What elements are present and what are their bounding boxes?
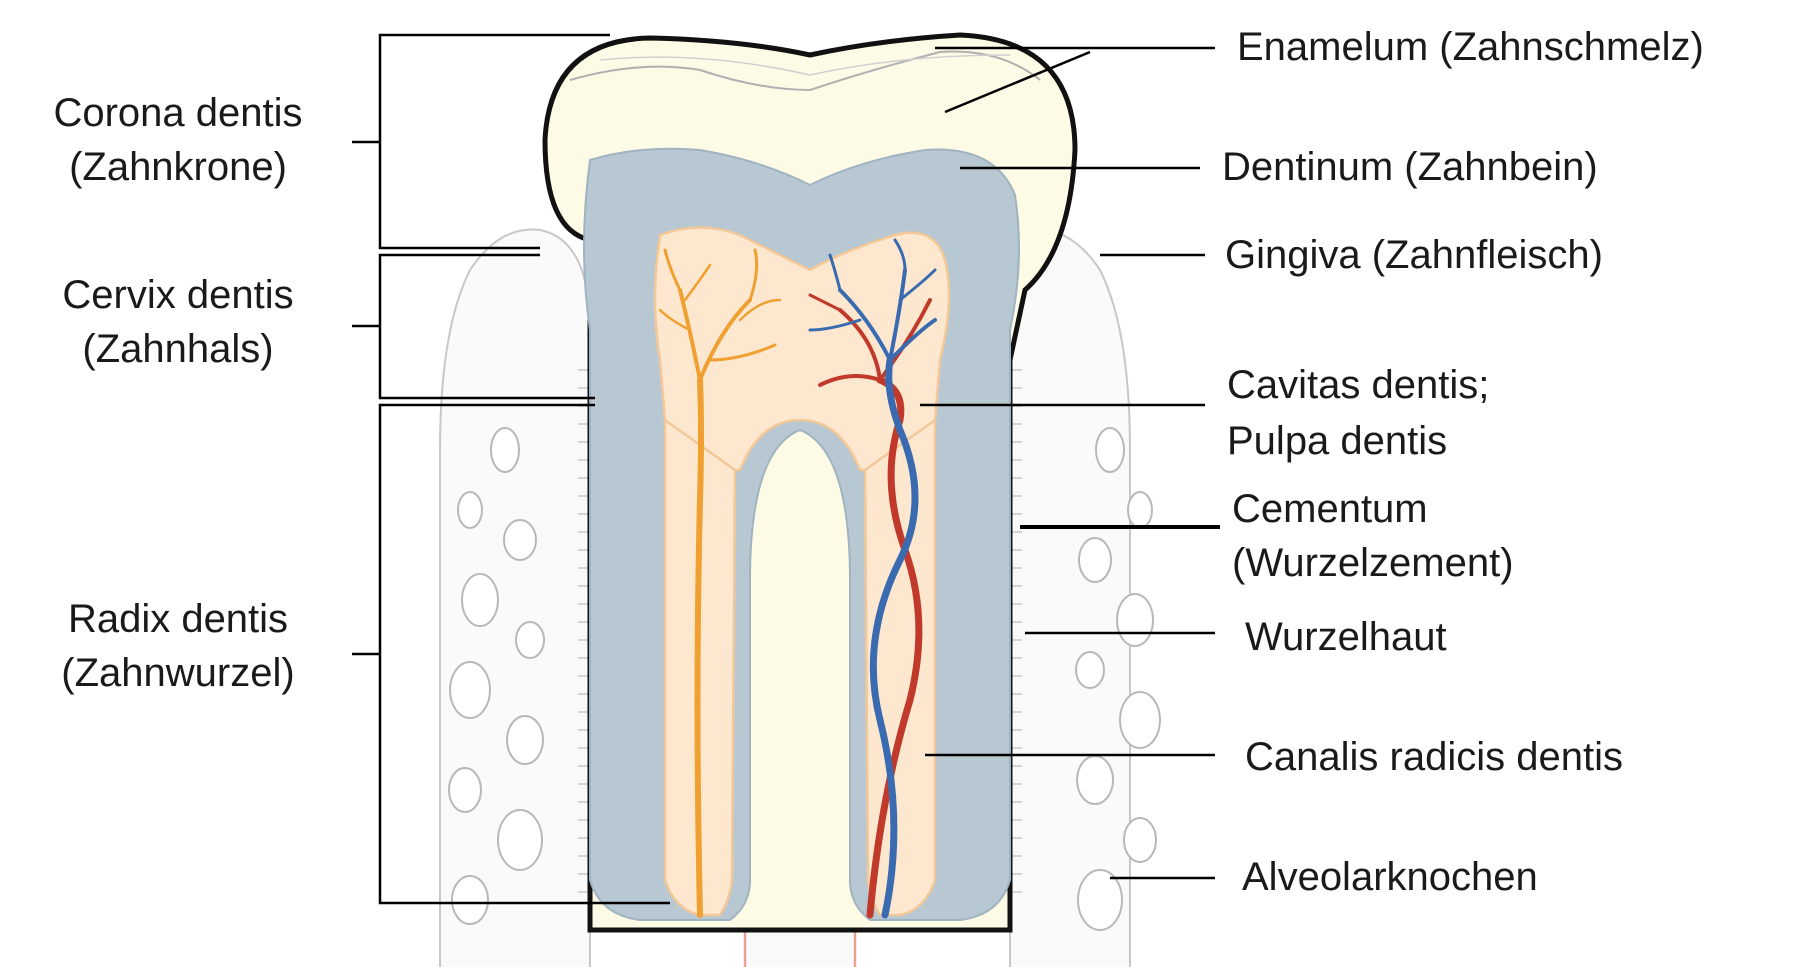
label-canalis: Canalis radicis dentis (1245, 735, 1623, 779)
label-enamelum: Enamelum (Zahnschmelz) (1237, 25, 1704, 69)
alveolar-bone-left (439, 228, 591, 967)
root-canal-right (863, 417, 937, 917)
label-wurzelhaut: Wurzelhaut (1245, 615, 1447, 659)
label-corona-line1: Corona dentis (53, 91, 302, 135)
label-cervix-line2: (Zahnhals) (82, 327, 273, 371)
label-cementum-line2: (Wurzelzement) (1232, 541, 1514, 585)
label-cavitas-line2: Pulpa dentis (1227, 419, 1447, 463)
label-alveolarknochen: Alveolarknochen (1242, 855, 1538, 899)
label-cervix-line1: Cervix dentis (62, 273, 293, 317)
bracket-corona (352, 33, 610, 250)
alveolar-bone-right (1009, 228, 1161, 967)
bracket-cervix (352, 253, 595, 400)
label-cementum-line1: Cementum (1232, 487, 1428, 531)
label-cavitas-line1: Cavitas dentis; (1227, 363, 1489, 407)
left-labels: Corona dentis (Zahnkrone) Cervix dentis … (53, 91, 302, 695)
nerve (658, 248, 782, 918)
label-gingiva: Gingiva (Zahnfleisch) (1225, 233, 1603, 277)
bracket-radix (352, 403, 670, 905)
label-radix-line2: (Zahnwurzel) (61, 651, 294, 695)
label-dentinum: Dentinum (Zahnbein) (1222, 145, 1598, 189)
label-corona-line2: (Zahnkrone) (69, 145, 287, 189)
enamel-highlight (569, 50, 1041, 92)
right-labels: Enamelum (Zahnschmelz) Dentinum (Zahnbei… (1222, 25, 1704, 899)
label-radix-line1: Radix dentis (68, 597, 288, 641)
leader-lines (920, 46, 1220, 880)
vein (808, 238, 937, 919)
